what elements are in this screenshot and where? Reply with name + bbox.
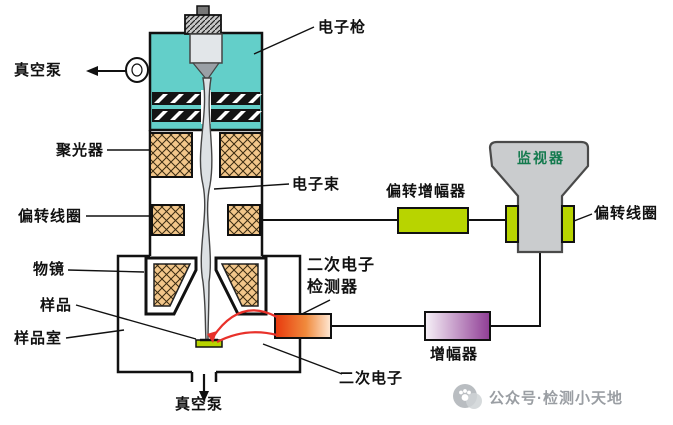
secondary-electron-trajectories: [207, 309, 278, 343]
monitor-crt: [488, 140, 590, 254]
label-electron-beam: 电子束: [292, 176, 341, 193]
label-sample: 样品: [40, 297, 73, 314]
amplifier-box: [424, 311, 491, 341]
anode-block: [189, 33, 223, 81]
label-monitor: 监视器: [517, 150, 565, 166]
secondary-electron-detector-box: [274, 313, 332, 339]
label-vacuum-pump-bottom: 真空泵: [175, 396, 224, 413]
label-secondary-detector-line2: 检测器: [307, 279, 359, 296]
label-objective-lens: 物镜: [33, 261, 66, 278]
label-condenser-lens: 聚光器: [56, 142, 105, 159]
label-sample-chamber: 样品室: [14, 330, 63, 347]
vacuum-port-bottom: [190, 372, 218, 402]
paw-logo-icon: [453, 384, 482, 409]
label-deflection-coil-column: 偏转线圈: [18, 208, 83, 225]
label-vacuum-pump-top: 真空泵: [14, 62, 63, 79]
watermark: 公众号·检测小天地: [452, 383, 623, 411]
filament-block: [184, 5, 222, 35]
deflection-amplifier-box: [397, 207, 469, 234]
condenser-lens-coils: [149, 132, 263, 178]
label-deflection-coil-monitor: 偏转线圈: [594, 205, 659, 222]
vacuum-port-top: [86, 57, 149, 83]
sample-stub: [195, 338, 223, 348]
label-secondary-electron: 二次电子: [339, 370, 404, 387]
label-amplifier: 增幅器: [430, 346, 479, 363]
objective-lens: [144, 256, 268, 316]
signal-lines: [260, 219, 541, 327]
label-deflection-amplifier: 偏转增幅器: [386, 183, 467, 200]
label-electron-gun: 电子枪: [318, 19, 367, 36]
leader-lines: [65, 26, 593, 375]
watermark-text: 公众号·检测小天地: [489, 389, 623, 407]
label-secondary-detector-line1: 二次电子: [307, 257, 376, 274]
